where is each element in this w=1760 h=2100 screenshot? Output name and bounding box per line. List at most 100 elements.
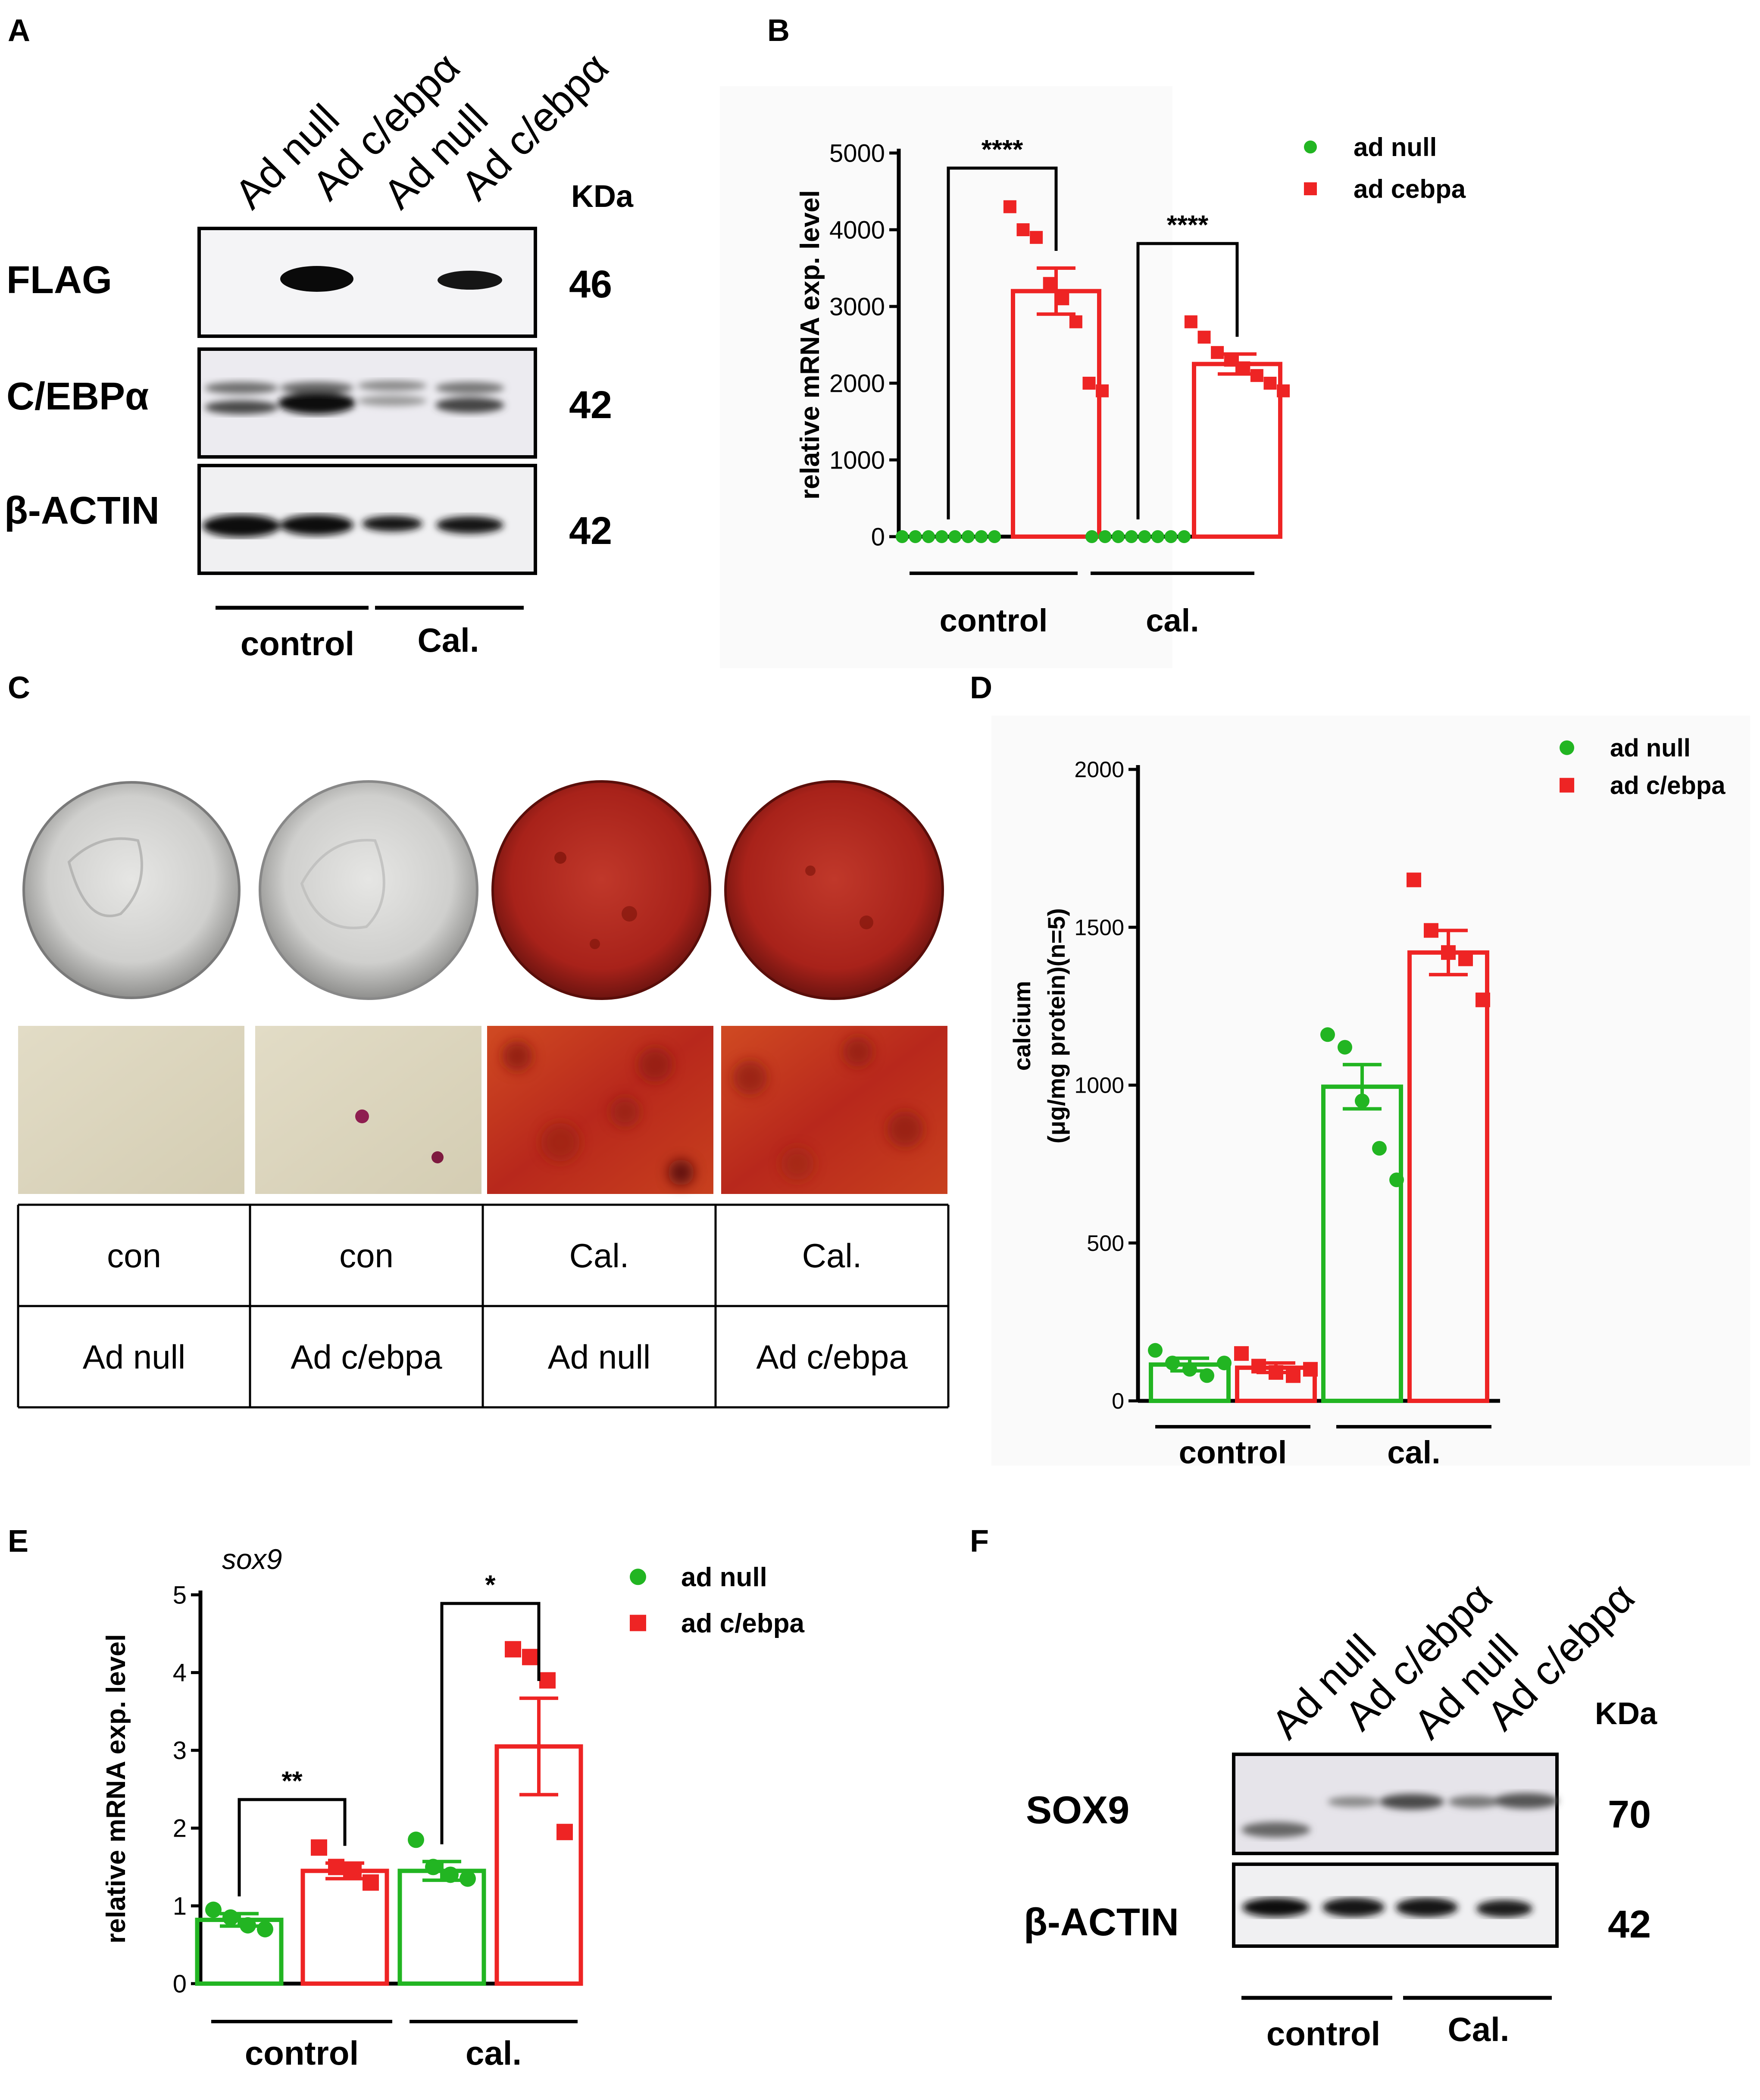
- data-point: [1056, 292, 1069, 306]
- data-point: [1234, 1346, 1249, 1361]
- panel-letter-d: D: [970, 671, 992, 705]
- microscopy-3: [487, 1026, 713, 1194]
- data-point: [1355, 1094, 1369, 1109]
- data-point: [1184, 315, 1197, 328]
- blot-f-lane-labels: Ad null Ad c/ebpα Ad null Ad c/ebpα: [1263, 1574, 1643, 1748]
- data-point: [1178, 530, 1191, 543]
- y-tick-label: 3: [173, 1737, 187, 1765]
- y-axis-label: relative mRNA exp. level: [795, 190, 825, 500]
- microscopy-4: [721, 1026, 947, 1194]
- y-axis-label: calcium: [1008, 981, 1035, 1071]
- data-point: [1164, 530, 1178, 543]
- y-tick-label: 2000: [829, 369, 885, 397]
- data-point: [1263, 377, 1277, 390]
- data-point: [539, 1672, 556, 1689]
- data-point: [948, 530, 962, 543]
- y-tick-label: 4000: [829, 216, 885, 244]
- blot-cebpa-bands: [205, 381, 504, 414]
- chart-title: sox9: [222, 1543, 282, 1575]
- data-point: [1338, 1040, 1352, 1055]
- data-point: [1286, 1368, 1300, 1383]
- band-flag-lane2: [280, 266, 353, 292]
- data-point: [1476, 992, 1490, 1007]
- data-point: [205, 1901, 222, 1918]
- condition-table: con con Cal. Cal. Ad null Ad c/ebpa Ad n…: [17, 1203, 950, 1409]
- y-axis-label: relative mRNA exp. level: [101, 1634, 131, 1944]
- data-point: [1182, 1362, 1197, 1377]
- legend-marker: [1304, 141, 1317, 153]
- y-tick-label: 4: [173, 1659, 187, 1687]
- data-point: [1251, 1359, 1266, 1374]
- legend-label: ad cebpa: [1354, 175, 1466, 203]
- data-point: [1082, 377, 1096, 390]
- data-point: [988, 530, 1001, 543]
- band-label-cebpa: C/EBPα: [6, 375, 149, 418]
- bar: [397, 1869, 486, 1986]
- microscopy-1: [18, 1026, 244, 1194]
- data-point: [1030, 231, 1043, 244]
- data-point: [240, 1917, 256, 1934]
- group-label-cal-f: Cal.: [1447, 2010, 1509, 2048]
- data-point: [1016, 223, 1030, 236]
- data-point: [1458, 951, 1473, 966]
- y-tick-label: 500: [1087, 1231, 1124, 1256]
- data-point: [975, 530, 988, 543]
- data-point: [1303, 1362, 1318, 1377]
- data-point: [408, 1831, 424, 1848]
- table-cell: con: [107, 1237, 161, 1275]
- data-point: [961, 530, 975, 543]
- kda-label: KDa: [571, 179, 634, 214]
- data-point: [1269, 1365, 1283, 1380]
- legend-marker: [1560, 740, 1574, 755]
- panel-letter-c: C: [8, 671, 30, 705]
- significance-bracket: [1136, 242, 1239, 519]
- panel-letter-f: F: [970, 1524, 989, 1559]
- table-cell: con: [339, 1237, 394, 1275]
- dish-3: [491, 780, 711, 1000]
- y-tick-label: 5: [173, 1581, 187, 1609]
- blot-sox9-bands: [1241, 1793, 1558, 1837]
- band-label-sox9: SOX9: [1026, 1789, 1129, 1832]
- bar: [1192, 362, 1282, 539]
- data-point: [442, 1866, 459, 1883]
- panel-letter-e: E: [8, 1524, 28, 1559]
- data-point: [895, 530, 909, 543]
- legend-label: ad c/ebpa: [681, 1609, 805, 1638]
- y-tick-label: 0: [1112, 1389, 1124, 1414]
- y-tick-label: 1: [173, 1892, 187, 1920]
- data-point: [1085, 530, 1098, 543]
- y-tick-label: 2000: [1074, 757, 1124, 782]
- category-label: control: [1179, 1434, 1287, 1470]
- data-point: [1112, 530, 1125, 543]
- y-axis-label-units: (μg/mg protein)(n=5): [1043, 908, 1070, 1144]
- group-label-control-f: control: [1266, 2015, 1380, 2053]
- category-label: cal.: [1387, 1434, 1440, 1470]
- dish-1: [22, 781, 241, 999]
- data-point: [1148, 1343, 1163, 1358]
- data-point: [1165, 1356, 1180, 1371]
- kda-label-f: KDa: [1595, 1697, 1657, 1731]
- category-label: cal.: [1146, 603, 1199, 638]
- band-label-actin-f: β-ACTIN: [1024, 1901, 1179, 1944]
- data-point: [1200, 1368, 1214, 1383]
- panel-f: F Ad null Ad c/ebpα Ad null Ad c/ebpα KD…: [970, 1524, 1657, 2053]
- data-point: [257, 1921, 273, 1937]
- legend-marker: [1560, 778, 1574, 793]
- data-point: [1237, 361, 1250, 375]
- legend-label: ad null: [681, 1562, 767, 1592]
- data-point: [425, 1859, 441, 1875]
- significance-label: ****: [982, 135, 1023, 165]
- significance-bracket: [947, 166, 1058, 519]
- significance-label: *: [485, 1570, 496, 1600]
- band-kda-actin-a: 42: [569, 509, 612, 553]
- data-point: [1138, 530, 1151, 543]
- data-point: [345, 1862, 362, 1879]
- band-label-actin-a: β-ACTIN: [4, 489, 159, 532]
- legend-label: ad null: [1610, 734, 1691, 762]
- data-point: [1320, 1027, 1335, 1042]
